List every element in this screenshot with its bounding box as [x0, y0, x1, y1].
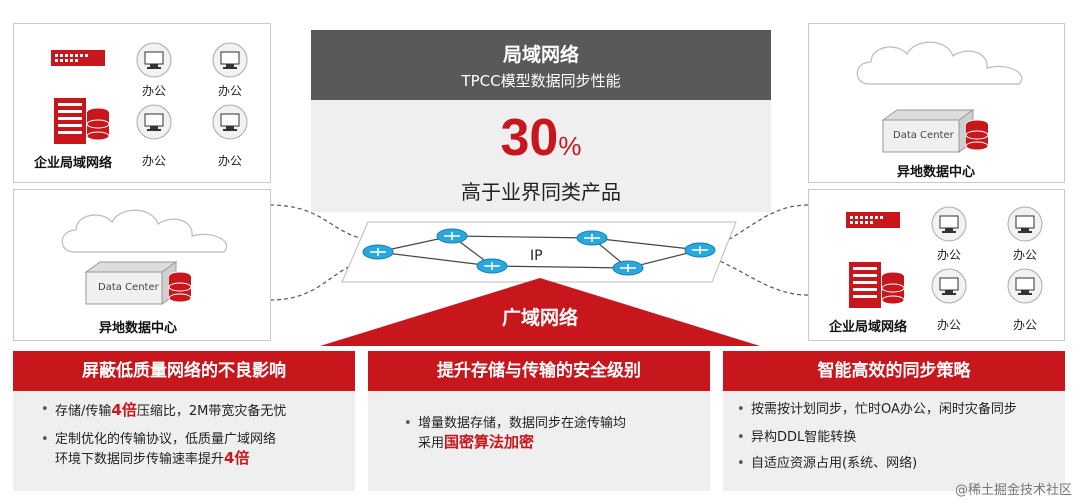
office-label: 办公 [937, 248, 962, 262]
card-title: 智能高效的同步策略 [723, 351, 1065, 391]
feature-card-network-quality: 屏蔽低质量网络的不良影响 •存储/传输4倍压缩比，2M带宽灾备无忧 •定制优化的… [13, 351, 355, 491]
enterprise-lan-label: 企业局域网络 [34, 156, 113, 171]
router-icon [684, 242, 716, 258]
server-storage-icon [54, 98, 110, 144]
cloud-icon [856, 41, 1022, 85]
bullet-dot-icon: • [404, 416, 412, 431]
lan-title: 局域网络 [502, 44, 579, 66]
office-label: 办公 [937, 318, 962, 332]
highlight-text: 4倍 [111, 401, 137, 419]
bullet-dot-icon: • [737, 430, 745, 445]
connector-top-left [269, 204, 361, 239]
watermark: @稀土掘金技术社区 [954, 483, 1072, 498]
card-bullet: •存储/传输4倍压缩比，2M带宽灾备无忧 [41, 401, 287, 419]
router-icon [362, 244, 394, 260]
remote-dc-caption: 异地数据中心 [897, 165, 976, 180]
computer-icon [1007, 268, 1043, 304]
data-center-icon [881, 109, 989, 153]
firewall-icon [846, 212, 900, 228]
cloud-icon [61, 209, 227, 253]
computer-icon [1007, 206, 1043, 242]
bullet-dot-icon: • [737, 456, 745, 471]
wan-title: 广域网络 [501, 307, 578, 329]
office-label: 办公 [218, 154, 243, 168]
enterprise-lan-label: 企业局域网络 [829, 320, 908, 335]
data-center-label: Data Center [98, 282, 159, 293]
card-bullet: •增量数据存储，数据同步在途传输均采用国密算法加密 [404, 416, 627, 451]
router-icon [436, 228, 468, 244]
highlight-text: 4倍 [224, 449, 250, 467]
office-label: 办公 [142, 154, 167, 168]
office-label: 办公 [218, 84, 243, 98]
feature-card-security: 提升存储与传输的安全级别 •增量数据存储，数据同步在途传输均采用国密算法加密 [368, 351, 710, 491]
connector-mid-right [711, 257, 809, 296]
office-label: 办公 [142, 84, 167, 98]
router-icon [476, 258, 508, 274]
computer-icon [212, 104, 248, 140]
bullet-dot-icon: • [737, 402, 745, 417]
card-bullet: •按需按计划同步，忙时OA办公，闲时灾备同步 [737, 402, 1017, 417]
remote-dc-caption: 异地数据中心 [99, 321, 178, 336]
card-title: 屏蔽低质量网络的不良影响 [13, 351, 355, 391]
bullet-dot-icon: • [41, 402, 49, 417]
ip-label: IP [530, 248, 543, 264]
performance-figure: 30% [311, 108, 771, 168]
computer-icon [136, 104, 172, 140]
data-center-label: Data Center [893, 130, 954, 141]
card-bullet: •定制优化的传输协议，低质量广域网络环境下数据同步传输速率提升4倍 [41, 432, 277, 467]
feature-card-sync-strategy: 智能高效的同步策略 •按需按计划同步，忙时OA办公，闲时灾备同步 •异构DDL智… [723, 351, 1065, 491]
card-title: 提升存储与传输的安全级别 [368, 351, 710, 391]
panel-remote-dc-right: Data Center 异地数据中心 [808, 23, 1065, 183]
office-label: 办公 [1013, 318, 1038, 332]
office-label: 办公 [1013, 248, 1038, 262]
panel-remote-dc-left: Data Center 异地数据中心 [13, 189, 271, 341]
lan-header: 局域网络 TPCC模型数据同步性能 [311, 30, 771, 100]
lan-subtitle: TPCC模型数据同步性能 [461, 72, 621, 90]
panel-enterprise-lan-right: 企业局域网络 办公 办公 办公 办公 [808, 189, 1065, 341]
highlight-text: 国密算法加密 [444, 433, 535, 451]
router-icon [612, 260, 644, 276]
computer-icon [212, 42, 248, 78]
card-body: •增量数据存储，数据同步在途传输均采用国密算法加密 [368, 391, 710, 491]
router-icon [576, 230, 608, 246]
wan-triangle [320, 278, 760, 346]
firewall-icon [51, 50, 105, 66]
panel-enterprise-lan-left: 企业局域网络 办公 办公 办公 办公 [13, 23, 271, 183]
card-bullet: •异构DDL智能转换 [737, 430, 857, 445]
computer-icon [931, 268, 967, 304]
card-body: •存储/传输4倍压缩比，2M带宽灾备无忧 •定制优化的传输协议，低质量广域网络环… [13, 391, 355, 491]
computer-icon [136, 42, 172, 78]
performance-panel: 30% 高于业界同类产品 [311, 100, 771, 212]
connector-top-right [717, 204, 809, 246]
server-storage-icon [849, 262, 905, 308]
performance-unit: % [558, 131, 582, 161]
card-bullet: •自适应资源占用(系统、网络) [737, 456, 918, 471]
performance-number: 30 [500, 109, 559, 167]
data-center-icon [84, 261, 192, 305]
bullet-dot-icon: • [41, 432, 49, 447]
performance-caption: 高于业界同类产品 [461, 180, 621, 204]
computer-icon [931, 206, 967, 242]
card-body: •按需按计划同步，忙时OA办公，闲时灾备同步 •异构DDL智能转换 •自适应资源… [723, 391, 1065, 491]
